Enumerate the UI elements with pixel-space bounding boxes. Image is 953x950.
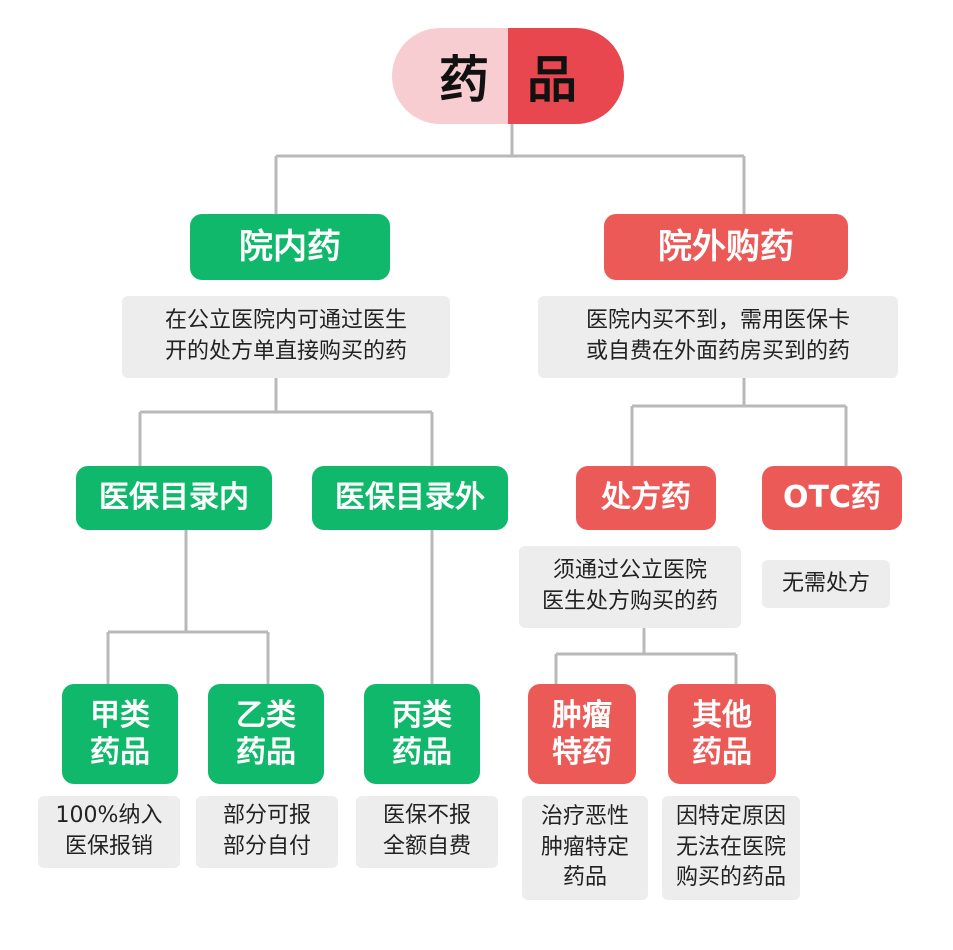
class-b-desc: 部分可报 部分自付 — [196, 796, 338, 868]
other-drug-node: 其他 药品 — [668, 684, 776, 784]
class-b-node: 乙类 药品 — [208, 684, 324, 784]
root-label-part1: 药 — [392, 28, 508, 124]
in-catalog-node: 医保目录内 — [76, 466, 272, 530]
tumor-drug-desc: 治疗恶性 肿瘤特定 药品 — [522, 796, 648, 900]
inner-drug-desc: 在公立医院内可通过医生 开的处方单直接购买的药 — [122, 296, 450, 378]
inner-drug-node: 院内药 — [190, 214, 390, 280]
rx-drug-desc: 须通过公立医院 医生处方购买的药 — [519, 546, 741, 628]
class-c-node: 丙类 药品 — [364, 684, 480, 784]
other-drug-desc: 因特定原因 无法在医院 购买的药品 — [662, 796, 800, 900]
class-a-node: 甲类 药品 — [62, 684, 178, 784]
outer-drug-desc: 医院内买不到，需用医保卡 或自费在外面药房买到的药 — [538, 296, 898, 378]
tumor-drug-node: 肿瘤 特药 — [528, 684, 636, 784]
otc-drug-desc: 无需处方 — [762, 560, 890, 608]
class-a-desc: 100%纳入 医保报销 — [38, 796, 180, 868]
rx-drug-node: 处方药 — [576, 466, 716, 530]
out-catalog-node: 医保目录外 — [312, 466, 508, 530]
connector-root — [274, 124, 746, 214]
root-label-part2: 品 — [508, 28, 624, 124]
connector-in-catalog — [106, 530, 270, 684]
class-c-desc: 医保不报 全额自费 — [356, 796, 498, 868]
otc-drug-node: OTC药 — [762, 466, 902, 530]
connector-inner — [138, 378, 434, 466]
root-pill: 药 品 — [392, 28, 624, 124]
connector-outer — [630, 378, 848, 466]
connector-rx — [554, 628, 738, 684]
outer-drug-node: 院外购药 — [604, 214, 848, 280]
